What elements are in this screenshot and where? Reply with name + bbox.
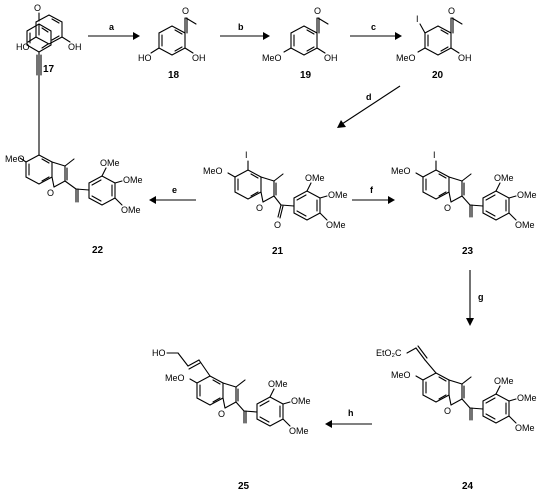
- methoxy-label: OMe: [515, 423, 535, 433]
- compound-21: O I MeO O OMe OMe OMe 21: [203, 150, 348, 257]
- reaction-arrow-e: e: [149, 185, 196, 204]
- step-label-c: c: [371, 22, 376, 32]
- methoxy-label: OMe: [515, 220, 535, 230]
- methoxy-label: OMe: [123, 175, 143, 185]
- methoxy-label: OMe: [100, 158, 120, 168]
- hydroxyl-label: HO: [138, 53, 152, 63]
- step-label-d: d: [366, 92, 372, 102]
- iodine-label: I: [245, 150, 248, 160]
- methoxy-label: OMe: [268, 379, 288, 389]
- compound-17: HO OH 17: [16, 14, 82, 75]
- compound-19: O MeO OH 19: [262, 6, 338, 81]
- step-label-f: f: [370, 185, 374, 195]
- compound-23: O I MeO OMe OMe OMe 23: [391, 150, 537, 257]
- reaction-arrow-g: g: [466, 270, 484, 326]
- methoxy-label: OMe: [121, 205, 141, 215]
- methoxy-label: OMe: [291, 396, 311, 406]
- furan-oxygen-label: O: [444, 203, 451, 213]
- step-label-g: g: [478, 292, 484, 302]
- ester-label: EtO₂C: [376, 348, 402, 358]
- methoxy-label: MeO: [396, 53, 416, 63]
- compound-number-19: 19: [300, 70, 312, 81]
- methoxy-label: OMe: [494, 173, 514, 183]
- compound-number-22: 22: [92, 245, 104, 256]
- compound-18: O HO OH 18: [138, 6, 206, 81]
- methoxy-label: MeO: [165, 373, 185, 383]
- reaction-arrow-b: b: [220, 22, 270, 40]
- iodine-label: I: [416, 14, 419, 24]
- methoxy-label: OMe: [517, 190, 537, 200]
- reaction-arrow-h: h: [325, 408, 372, 428]
- methoxy-oxygen-label: O: [34, 3, 41, 13]
- hydroxyl-label: HO: [16, 42, 30, 52]
- carbonyl-oxygen-label: O: [274, 220, 281, 230]
- compound-25: HO O MeO OMe OMe OMe 25: [152, 348, 311, 492]
- compound-number-23: 23: [462, 246, 474, 257]
- hydroxyl-label: HO: [152, 348, 166, 358]
- hydroxyl-label: OH: [192, 53, 206, 63]
- methoxy-label: MeO: [262, 53, 282, 63]
- hydroxyl-label: OH: [458, 53, 472, 63]
- methoxy-label: OMe: [494, 376, 514, 386]
- compound-number-24: 24: [462, 481, 474, 492]
- furan-oxygen-label: O: [256, 203, 263, 213]
- compound-number-17: 17: [43, 64, 55, 75]
- methoxy-label: MeO: [203, 166, 223, 176]
- compound-24: EtO₂C O MeO OMe OMe OMe 24: [376, 345, 537, 492]
- reaction-arrow-f: f: [352, 185, 395, 204]
- carbonyl-oxygen-label: O: [182, 6, 189, 16]
- compound-number-18: 18: [168, 70, 180, 81]
- methoxy-label: OMe: [517, 393, 537, 403]
- step-label-a: a: [109, 22, 115, 32]
- compound-22: O O MeO OMe OM: [5, 3, 143, 256]
- compound-number-20: 20: [432, 70, 444, 81]
- furan-oxygen-label: O: [47, 188, 54, 198]
- compound-number-21: 21: [272, 246, 284, 257]
- carbonyl-oxygen-label: O: [448, 6, 455, 16]
- carbonyl-oxygen-label: O: [314, 6, 321, 16]
- methoxy-label: MeO: [391, 166, 411, 176]
- step-label-h: h: [348, 408, 354, 418]
- methoxy-label: OMe: [289, 426, 309, 436]
- reaction-arrow-d: d: [337, 85, 401, 128]
- methoxy-label: OMe: [326, 220, 346, 230]
- hydroxyl-label: OH: [68, 42, 82, 52]
- compound-number-25: 25: [238, 481, 250, 492]
- step-label-b: b: [238, 22, 244, 32]
- step-label-e: e: [172, 185, 177, 195]
- reaction-arrow-a: a: [88, 22, 140, 40]
- reaction-arrow-c: c: [350, 22, 402, 40]
- methoxy-label: OMe: [305, 173, 325, 183]
- methoxy-label: MeO: [5, 154, 25, 164]
- methoxy-label: MeO: [391, 370, 411, 380]
- iodine-label: I: [433, 150, 436, 160]
- furan-oxygen-label: O: [444, 406, 451, 416]
- compound-20: O I MeO OH 20: [396, 6, 472, 81]
- furan-oxygen-label: O: [218, 409, 225, 419]
- hydroxyl-label: OH: [324, 53, 338, 63]
- methoxy-label: OMe: [328, 190, 348, 200]
